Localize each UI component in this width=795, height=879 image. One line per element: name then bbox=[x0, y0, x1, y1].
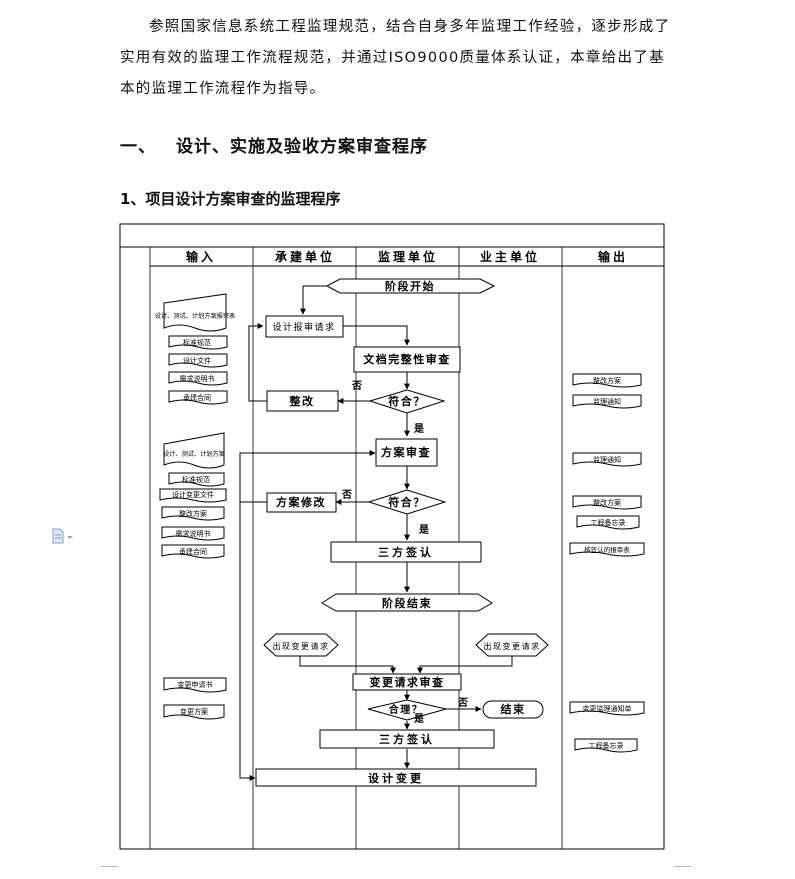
no-label-2: 否 bbox=[341, 489, 352, 501]
intro-paragraph: 参照国家信息系统工程监理规范，结合自身多年监理工作经验，逐步形成了实用有效的监理… bbox=[120, 19, 671, 97]
input-doc-7-label: 标准规范 bbox=[182, 475, 210, 484]
input-doc-13-label: 变更方案 bbox=[180, 707, 208, 716]
output-doc-1 bbox=[572, 373, 642, 388]
change-right-label: 出现变更请求 bbox=[484, 641, 541, 651]
finish-label: 结束 bbox=[500, 702, 526, 716]
input-doc-2 bbox=[168, 335, 228, 350]
flowchart-frame bbox=[119, 223, 665, 850]
output-doc-6 bbox=[569, 542, 645, 557]
input-doc-12 bbox=[163, 677, 227, 693]
input-doc-11 bbox=[161, 544, 225, 559]
rectify-label: 整改 bbox=[289, 394, 315, 408]
tripartite2-label: 三方签认 bbox=[379, 732, 435, 746]
change-left-label: 出现变更请求 bbox=[273, 641, 330, 651]
section-title: 设计、实施及验收方案审查程序 bbox=[176, 137, 428, 157]
change-review-box bbox=[352, 673, 462, 691]
input-doc-2-label: 标准规范 bbox=[183, 338, 211, 347]
output-doc-1-label: 整改方案 bbox=[593, 376, 621, 385]
input-doc-8-label: 设计变更文件 bbox=[172, 490, 214, 499]
tripartite2-box bbox=[319, 729, 495, 749]
input-doc-9-label: 整改方案 bbox=[179, 509, 207, 518]
input-doc-1 bbox=[163, 293, 227, 332]
tripartite1-label: 三方签认 bbox=[378, 545, 434, 559]
change-review-label: 变更请求审查 bbox=[370, 675, 445, 689]
plan-review-label: 方案审查 bbox=[381, 445, 431, 459]
output-doc-4-label: 整改方案 bbox=[593, 498, 621, 507]
output-doc-3 bbox=[572, 452, 642, 467]
end-stage-label: 阶段结束 bbox=[382, 596, 432, 610]
input-doc-9 bbox=[161, 506, 225, 521]
output-doc-2 bbox=[572, 394, 642, 409]
input-doc-8 bbox=[159, 488, 227, 503]
subsection-heading: 1、项目设计方案审查的监理程序 bbox=[120, 190, 341, 208]
page-corner-right bbox=[674, 866, 692, 877]
input-doc-13 bbox=[163, 704, 225, 720]
input-doc-11-label: 承建合同 bbox=[179, 547, 207, 556]
plan-modify-label: 方案修改 bbox=[276, 495, 326, 509]
output-doc-8-label: 工程备忘录 bbox=[589, 741, 624, 750]
output-doc-3-label: 监理通知 bbox=[593, 455, 621, 464]
input-doc-7 bbox=[168, 472, 225, 487]
page-corner-left bbox=[100, 866, 118, 877]
approve-diamond bbox=[367, 699, 447, 721]
input-doc-12-label: 变更申请书 bbox=[178, 680, 213, 689]
lane-header-contractor: 承建单位 bbox=[275, 249, 335, 264]
input-doc-5-label: 承建合同 bbox=[183, 393, 211, 402]
input-doc-6 bbox=[163, 432, 225, 469]
output-doc-5-label: 工程备忘录 bbox=[591, 518, 626, 527]
fit2-diamond bbox=[367, 489, 447, 515]
lane-header-output: 输出 bbox=[598, 249, 628, 264]
approve-label: 合理？ bbox=[388, 703, 424, 716]
plan-review-box bbox=[375, 438, 438, 467]
submit-box bbox=[265, 315, 344, 338]
lane-header-input: 输入 bbox=[186, 249, 216, 264]
doc-check-box bbox=[353, 346, 461, 373]
design-change-label: 设计变更 bbox=[368, 771, 424, 785]
section-heading: 一、设计、实施及验收方案审查程序 bbox=[120, 132, 428, 157]
rectify-box bbox=[266, 390, 339, 412]
output-doc-7-label: 变更监理通知单 bbox=[583, 704, 632, 713]
input-doc-1-label: 设计、测试、计划方案报审表 bbox=[155, 312, 235, 320]
no-label-1: 否 bbox=[351, 380, 362, 392]
input-doc-3-label: 设计文件 bbox=[183, 356, 211, 365]
input-doc-4 bbox=[168, 371, 228, 386]
output-doc-8 bbox=[574, 738, 638, 753]
section-number: 一、 bbox=[120, 137, 156, 157]
end-stage-node bbox=[321, 593, 493, 612]
input-doc-10 bbox=[161, 526, 225, 541]
fit2-label: 符合？ bbox=[388, 495, 426, 509]
fit1-diamond bbox=[368, 389, 446, 414]
input-doc-4-label: 需求说明书 bbox=[180, 374, 215, 383]
output-doc-2-label: 监理通知 bbox=[593, 397, 621, 406]
yes-label-1: 是 bbox=[413, 423, 424, 435]
document-icon[interactable] bbox=[52, 528, 74, 544]
submit-label: 设计报审请求 bbox=[272, 321, 335, 333]
plan-modify-box bbox=[266, 492, 337, 513]
output-doc-5 bbox=[576, 515, 640, 530]
start-node bbox=[325, 278, 496, 294]
design-change-box bbox=[255, 768, 537, 787]
tripartite1-box bbox=[330, 541, 482, 563]
finish-node bbox=[482, 700, 544, 719]
no-label-3: 否 bbox=[457, 697, 468, 709]
change-right-node bbox=[475, 633, 549, 657]
output-doc-6-label: 核签认的报审表 bbox=[584, 545, 630, 554]
lane-header-owner: 业主单位 bbox=[480, 249, 540, 264]
input-doc-10-label: 需求说明书 bbox=[176, 529, 211, 538]
input-doc-6-label: 设计、测试、计划方案 bbox=[163, 450, 226, 458]
input-doc-3 bbox=[168, 353, 228, 368]
yes-label-2: 是 bbox=[418, 524, 429, 536]
change-left-node bbox=[263, 633, 339, 657]
output-doc-4 bbox=[572, 495, 642, 510]
output-doc-7 bbox=[569, 701, 645, 716]
start-label: 阶段开始 bbox=[385, 279, 435, 293]
input-doc-5 bbox=[168, 390, 228, 405]
fit1-label: 符合？ bbox=[388, 394, 426, 408]
yes-label-3: 是 bbox=[413, 713, 424, 725]
lane-header-supervisor: 监理单位 bbox=[378, 249, 438, 264]
doc-check-label: 文档完整性审查 bbox=[363, 352, 451, 366]
